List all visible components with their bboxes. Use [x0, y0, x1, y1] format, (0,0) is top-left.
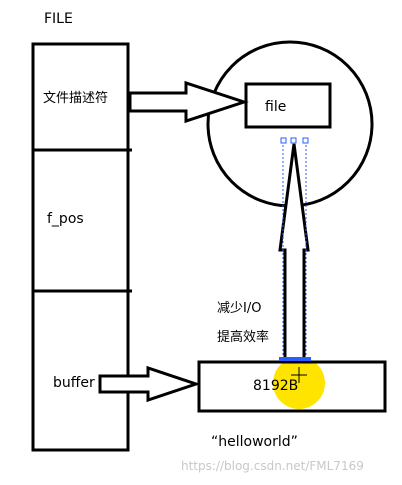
buffer-field-arrow: [98, 365, 201, 403]
file-struct-title: FILE: [44, 11, 73, 27]
annotation-reduce-io: 减少I/O: [217, 301, 262, 316]
selection-bottom: [279, 357, 311, 361]
crosshair-cursor: [291, 367, 307, 383]
buffer-to-file-arrow: [278, 143, 310, 362]
fd-to-file-arrow: [128, 80, 249, 124]
watermark: https://blog.csdn.net/FML7169: [181, 459, 364, 473]
fpos-field-label: f_pos: [47, 211, 84, 227]
file-box: [244, 82, 332, 129]
selection-handles: [280, 137, 309, 360]
buffer-box: [197, 360, 387, 413]
content-text: “helloworld”: [211, 434, 298, 450]
buffer-field-label: buffer: [53, 375, 95, 391]
buffer-size-label: 8192B: [253, 378, 299, 394]
file-struct-box: [31, 42, 130, 452]
fd-field-label: 文件描述符: [43, 91, 109, 106]
file-label: file: [265, 99, 287, 115]
annotation-efficiency: 提高效率: [217, 330, 270, 345]
